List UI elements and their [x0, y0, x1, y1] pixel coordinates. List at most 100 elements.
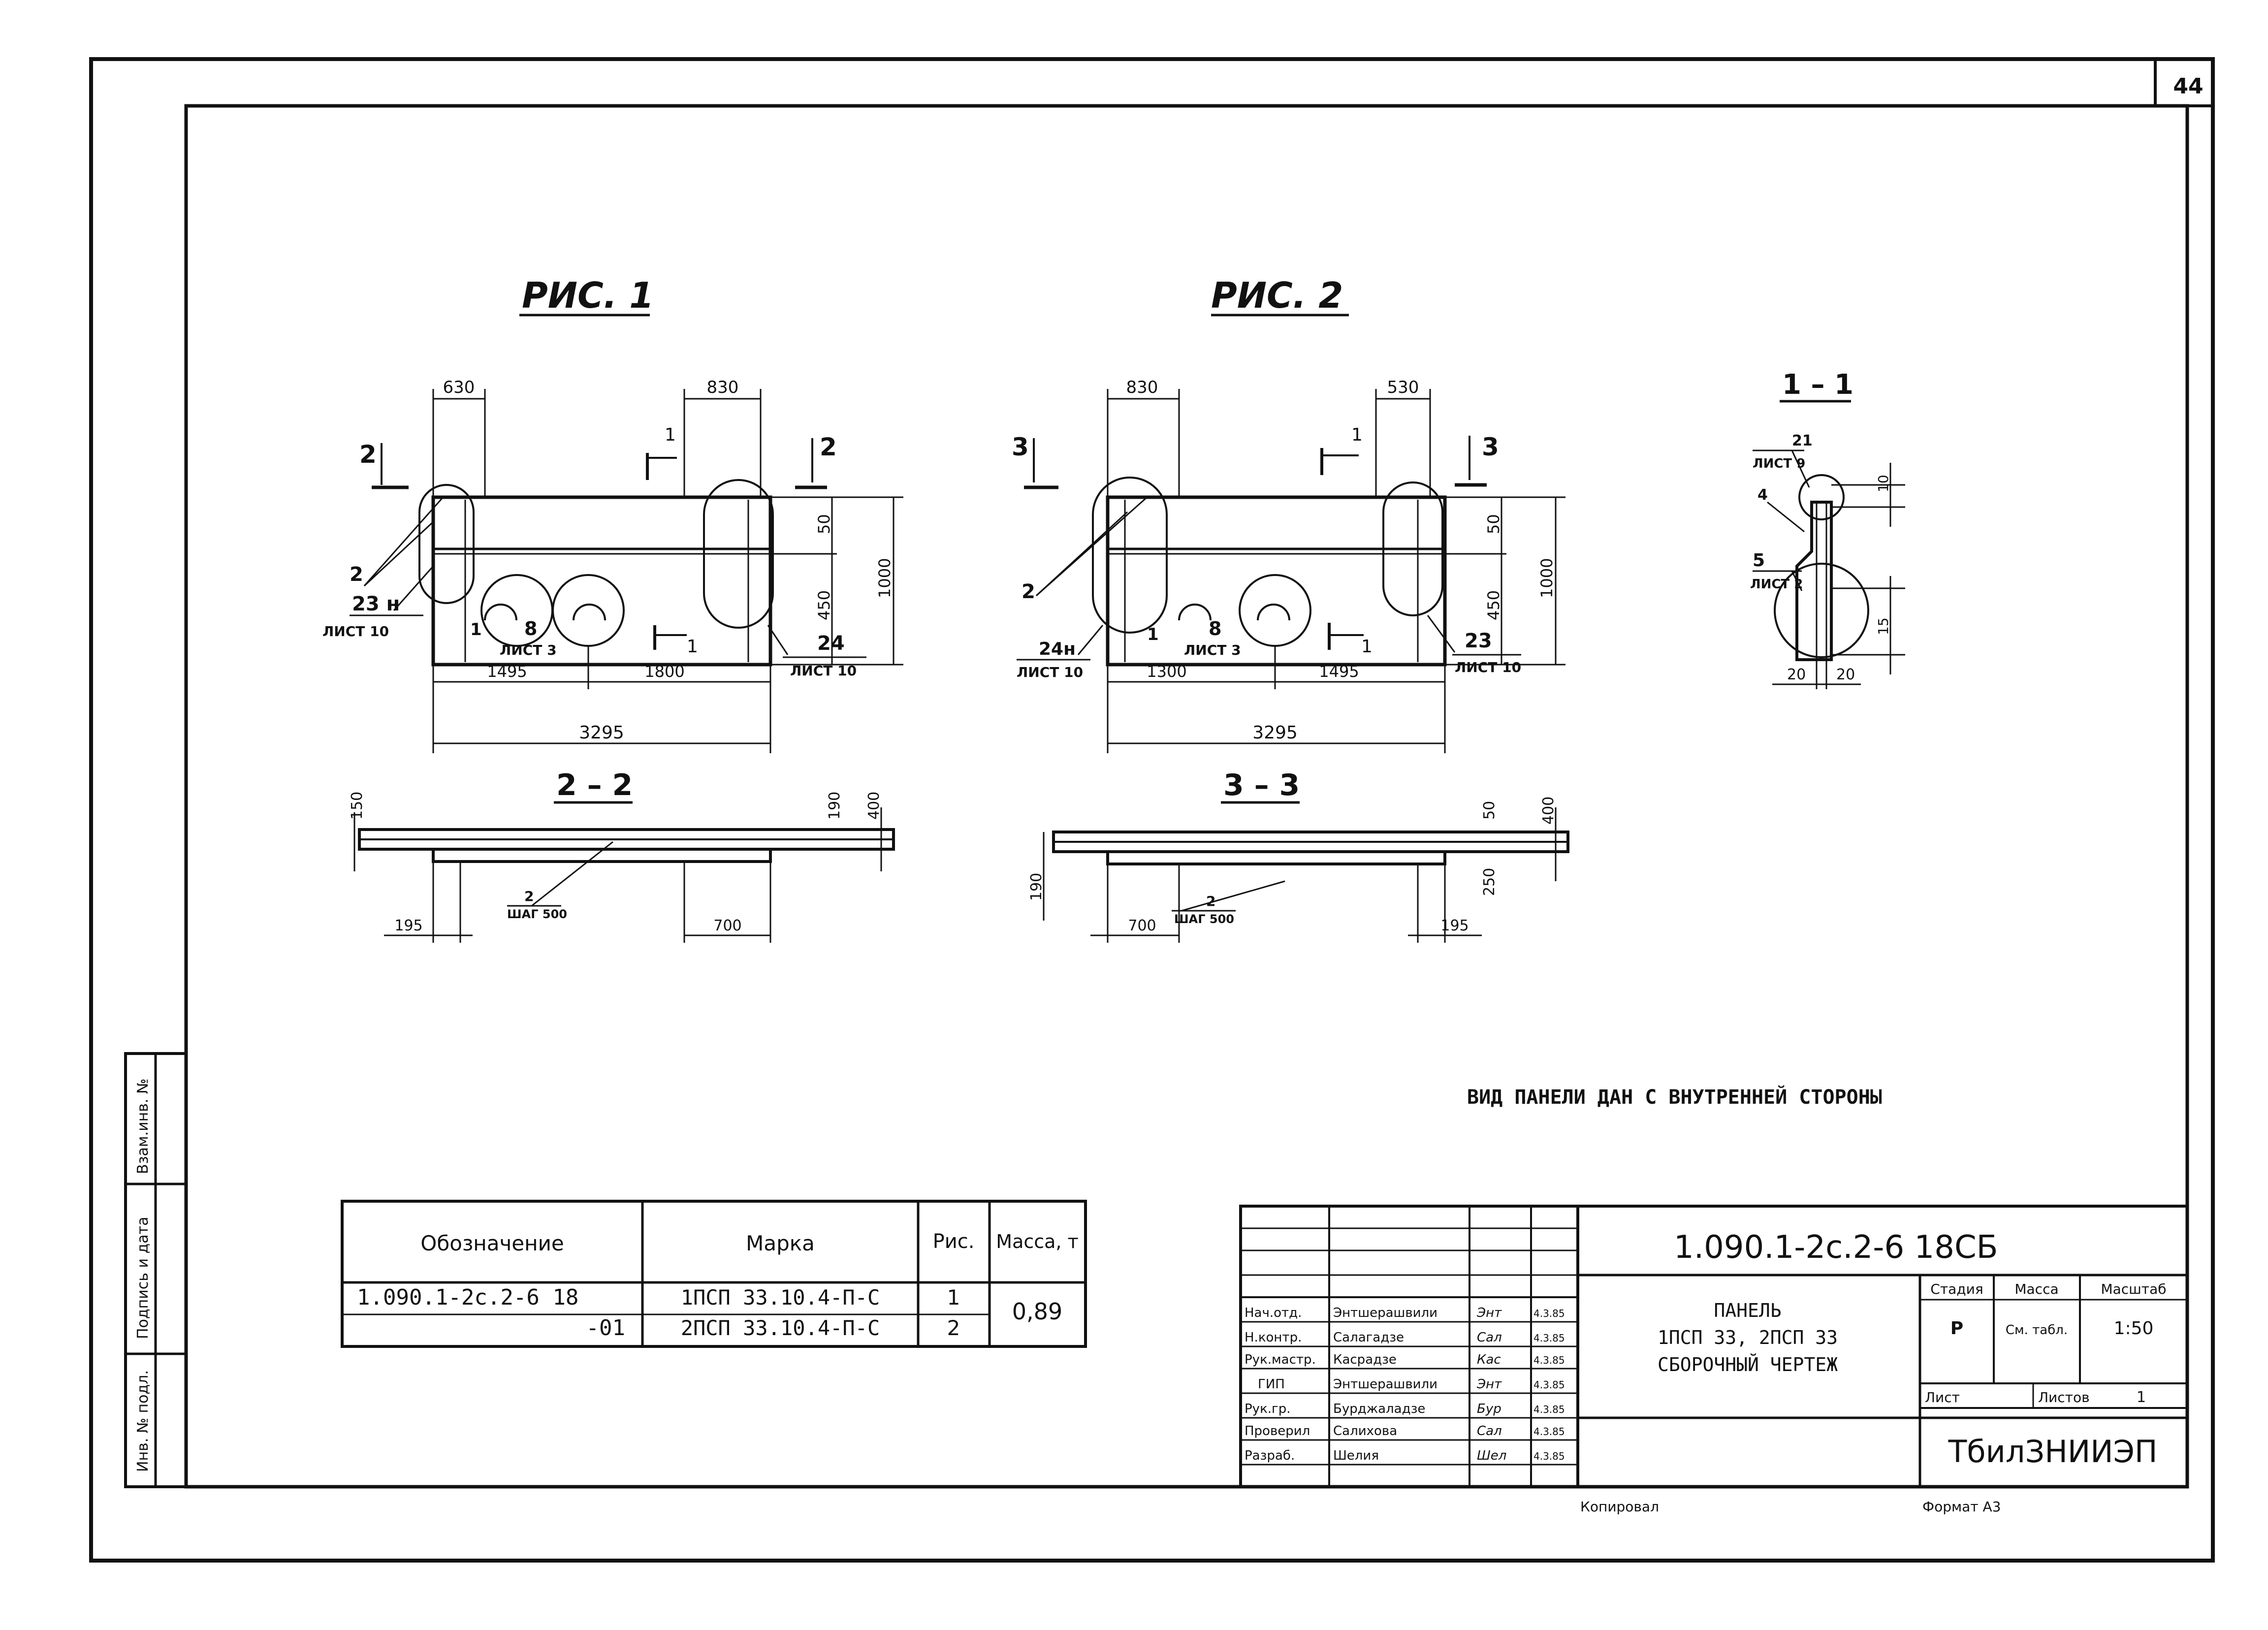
role-3-name: Энтшерашвили	[1333, 1377, 1437, 1392]
mass-header: Масса	[2014, 1281, 2058, 1297]
fig1-dim-bottom-left: 1495	[487, 662, 527, 681]
sec11-label-4: 4	[1757, 486, 1768, 504]
page-number: 44	[2173, 74, 2203, 99]
figure-1: РИС. 1 630 830 2 2 1 1	[322, 275, 903, 753]
role-5-name: Салихова	[1333, 1424, 1397, 1438]
fig1-label-8: 8	[524, 618, 537, 639]
outer-frame	[89, 57, 2215, 1563]
spec-row1-fig: 1	[947, 1285, 960, 1310]
spec-row2-mark: 2ПСП 33.10.4-П-С	[681, 1316, 880, 1340]
role-2-sign: Кас	[1477, 1352, 1501, 1367]
fig2-dim-total-h: 1000	[1537, 558, 1556, 598]
sec33-dim-right1: 50	[1481, 801, 1498, 820]
section-1-1: 1 – 1 10 15 21 ЛИСТ 9 4 5 ЛИСТ 2 20 20	[1750, 369, 1905, 689]
fig2-dim-h1: 50	[1484, 514, 1503, 534]
role-5-date: 4.3.85	[1533, 1426, 1565, 1438]
fig1-title: РИС. 1	[522, 275, 654, 316]
fig1-label-sheet8: ЛИСТ 3	[500, 642, 557, 658]
fig2-title: РИС. 2	[1211, 275, 1343, 316]
fig2-cut-left: 3	[1012, 433, 1029, 461]
fig2-label-23: 23	[1465, 630, 1492, 652]
role-2: Рук.мастр.	[1245, 1352, 1316, 1367]
fig2-cut-mid-bottom: 1	[1361, 637, 1373, 657]
side-stamp: Инв. № подл. Подпись и дата Взам.инв. №	[124, 1052, 188, 1488]
fig1-cut-mid: 1	[665, 425, 676, 445]
fig1-dim-total: 3295	[579, 723, 624, 743]
sec33-title: 3 – 3	[1223, 768, 1300, 802]
sec22-dim-bottom-left: 195	[394, 917, 422, 934]
role-1-sign: Сал	[1477, 1330, 1502, 1345]
role-0-sign: Энт	[1476, 1306, 1502, 1320]
fig2-label-sheet8: ЛИСТ 3	[1184, 642, 1241, 658]
sec11-label-5: 5	[1753, 550, 1765, 571]
fig2-panel	[1106, 495, 1447, 667]
role-4-date: 4.3.85	[1533, 1404, 1565, 1415]
fig1-cut-mid-bottom: 1	[687, 637, 698, 657]
sheets-label: Листов	[2038, 1389, 2090, 1406]
sec11-dim-10: 10	[1875, 475, 1891, 492]
role-6-date: 4.3.85	[1533, 1450, 1565, 1462]
fig1-dim-total-h: 1000	[875, 558, 894, 598]
inner-frame	[184, 104, 2189, 1489]
role-6-name: Шелия	[1333, 1448, 1379, 1463]
sec33-label-pos: 2	[1206, 893, 1215, 909]
fig2-label-24: 24н	[1039, 639, 1076, 659]
doc-name-line3: СБОРОЧНЫЙ ЧЕРТЕЖ	[1658, 1354, 1838, 1375]
spec-table: Обозначение Марка Рис. Масса, т 1.090.1-…	[341, 1200, 1087, 1348]
role-0-date: 4.3.85	[1533, 1308, 1565, 1319]
role-4: Рук.гр.	[1245, 1402, 1290, 1416]
section-2-2: 2 – 2 150 190 400 195 700 2 ШАГ 500	[349, 768, 895, 943]
fig2-dim-top-left: 830	[1126, 378, 1158, 397]
role-5: Проверил	[1245, 1424, 1310, 1438]
fig1-label-1: 1	[470, 620, 482, 639]
fig1-dim-top-left: 630	[443, 378, 475, 397]
fig1-label-23: 23 н	[352, 593, 400, 615]
title-block: 1.090.1-2с.2-6 18СБ ПАНЕЛЬ 1ПСП 33, 2ПСП…	[1239, 1205, 2189, 1488]
doc-name-line1: ПАНЕЛЬ	[1714, 1300, 1781, 1321]
role-0-name: Энтшерашвили	[1333, 1306, 1437, 1320]
fig1-dim-h1: 50	[815, 514, 833, 534]
role-3-sign: Энт	[1476, 1377, 1502, 1392]
spec-header-designation: Обозначение	[420, 1231, 564, 1255]
fig1-dim-top-right: 830	[707, 378, 739, 397]
role-2-date: 4.3.85	[1533, 1354, 1565, 1366]
stage-header: Стадия	[1930, 1281, 1983, 1297]
sec22-label-pos: 2	[524, 888, 534, 904]
sec11-width-20b: 20	[1836, 666, 1855, 683]
fig2-dim-h2: 450	[1484, 590, 1503, 620]
fig2-dim-top-right: 530	[1387, 378, 1419, 397]
spec-header-fig: Рис.	[933, 1230, 975, 1253]
spec-row1-mass: 0,89	[1012, 1298, 1062, 1325]
spec-header-mark: Марка	[746, 1231, 815, 1255]
sec22-dim-right: 190	[826, 792, 843, 820]
sec33-dim-bottom-left: 700	[1128, 917, 1156, 934]
fig1-label-sheet-right: ЛИСТ 10	[790, 663, 857, 679]
role-0: Нач.отд.	[1245, 1306, 1302, 1320]
sec22-label-step: ШАГ 500	[507, 907, 567, 921]
role-3: ГИП	[1258, 1377, 1285, 1392]
sec33-dim-total: 400	[1540, 797, 1557, 825]
fig2-label-1: 1	[1147, 625, 1159, 644]
fig1-label-2: 2	[350, 563, 363, 586]
sheet-label: Лист	[1925, 1389, 1960, 1406]
sec11-label-sheet21: ЛИСТ 9	[1753, 456, 1805, 471]
scale-value: 1:50	[2114, 1318, 2154, 1339]
side-stamp-inv: Инв. № подл.	[134, 1370, 152, 1472]
spec-row2-designation: -01	[586, 1315, 625, 1341]
section-3-3: 3 – 3 190 50 250 400 700 195 2 ШАГ 500	[1028, 768, 1569, 943]
fig2-cut-mid: 1	[1351, 425, 1363, 445]
spec-row1-designation: 1.090.1-2с.2-6 18	[357, 1285, 578, 1310]
role-2-name: Касрадзе	[1333, 1352, 1397, 1367]
footer-format: Формат А3	[1922, 1499, 2001, 1515]
sec11-dim-15: 15	[1875, 617, 1891, 635]
role-5-sign: Сал	[1477, 1424, 1502, 1438]
spec-header-mass: Масса, т	[996, 1231, 1078, 1252]
role-3-date: 4.3.85	[1533, 1379, 1565, 1391]
fig1-panel	[431, 495, 772, 667]
spec-row2-fig: 2	[947, 1316, 960, 1340]
sec22-dim-left: 150	[349, 792, 366, 820]
fig1-cut-right: 2	[820, 433, 837, 461]
fig1-dim-h2: 450	[815, 590, 833, 620]
scale-header: Масштаб	[2101, 1281, 2166, 1297]
sec22-dim-total: 400	[865, 792, 883, 820]
